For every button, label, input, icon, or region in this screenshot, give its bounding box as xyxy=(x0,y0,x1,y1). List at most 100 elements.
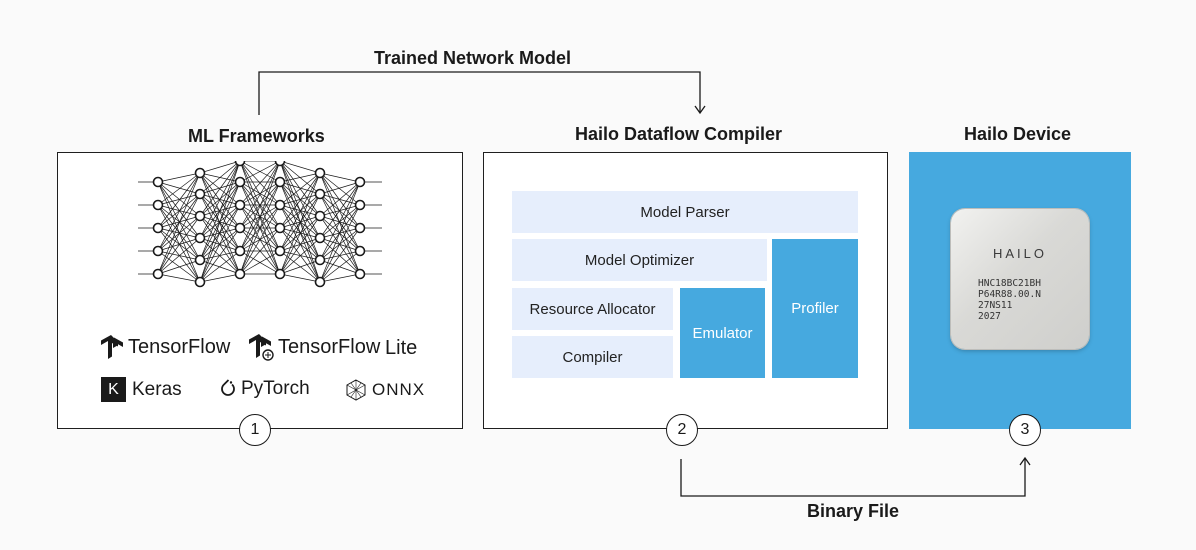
nn-node xyxy=(194,254,206,266)
nn-edge xyxy=(157,273,201,283)
nn-node xyxy=(274,222,286,234)
nn-edge xyxy=(239,161,281,252)
nn-edge xyxy=(199,161,241,195)
ml-frameworks-panel: TensorFlow TensorFlow Lite K Keras PyTor… xyxy=(57,152,463,429)
nn-edge xyxy=(157,227,201,283)
nn-edge xyxy=(157,193,201,252)
nn-edge xyxy=(279,250,321,283)
top-flow-label: Trained Network Model xyxy=(374,48,572,68)
nn-edge xyxy=(239,161,281,275)
nn-edge xyxy=(239,181,281,275)
chip-line-4: 2027 xyxy=(978,311,1001,322)
nn-edge xyxy=(157,237,201,275)
nn-edge xyxy=(199,172,241,229)
nn-edge xyxy=(279,250,321,261)
nn-edge xyxy=(157,181,201,261)
tensorflow-logo: TensorFlow xyxy=(100,334,230,360)
profiler-layer: Profiler xyxy=(772,239,858,378)
nn-edge xyxy=(157,259,201,275)
onnx-label: ONNX xyxy=(372,380,426,399)
nn-edge xyxy=(239,161,281,183)
nn-node xyxy=(314,188,326,200)
nn-node xyxy=(152,245,164,257)
nn-edge xyxy=(279,273,321,283)
tensorflow-label: TensorFlow xyxy=(128,335,231,358)
nn-node xyxy=(274,199,286,211)
chip-line-3: 27NS11 xyxy=(978,300,1013,311)
nn-edge xyxy=(157,250,201,261)
nn-edge xyxy=(199,161,241,174)
nn-edge xyxy=(157,181,201,217)
nn-edge xyxy=(157,193,201,206)
nn-edge xyxy=(157,181,201,195)
nn-edge xyxy=(279,204,321,239)
top-connector xyxy=(258,71,701,115)
nn-node xyxy=(274,268,286,280)
keras-label: Keras xyxy=(132,378,182,400)
nn-edge xyxy=(319,215,361,229)
resource-allocator-layer: Resource Allocator xyxy=(512,288,673,330)
nn-edge xyxy=(157,227,201,261)
step-1-badge: 1 xyxy=(239,414,271,446)
nn-edge xyxy=(279,172,321,252)
nn-edge xyxy=(199,273,241,283)
compiler-title: Hailo Dataflow Compiler xyxy=(575,124,783,144)
bottom-arrowhead xyxy=(1019,456,1031,466)
pytorch-logo: PyTorch xyxy=(220,378,310,400)
hailo-chip: HAILO HNC18BC21BH P64R88.00.N 27NS11 202… xyxy=(951,209,1089,349)
chip-brand: HAILO xyxy=(992,246,1047,261)
nn-edge xyxy=(279,181,321,261)
nn-edge xyxy=(319,227,361,283)
nn-edge xyxy=(157,215,201,275)
nn-edge xyxy=(199,172,241,275)
nn-edge xyxy=(319,193,361,252)
nn-edge xyxy=(279,204,321,261)
nn-edge xyxy=(319,172,361,229)
nn-edge xyxy=(319,172,361,275)
nn-edge xyxy=(319,172,361,252)
nn-edge xyxy=(199,204,241,283)
nn-edge xyxy=(279,193,321,275)
nn-edge xyxy=(279,193,321,252)
nn-edge xyxy=(279,215,321,275)
keras-logo: K Keras xyxy=(101,377,182,402)
bottom-flow-label: Binary File xyxy=(807,501,900,521)
chip-line-2: P64R88.00.N xyxy=(978,289,1041,300)
nn-node xyxy=(234,161,246,167)
nn-node xyxy=(314,210,326,222)
nn-edge xyxy=(279,227,321,261)
keras-badge: K xyxy=(101,377,126,402)
nn-edge xyxy=(157,172,201,275)
nn-edge xyxy=(319,273,361,283)
tensorflow-lite-logo: TensorFlow xyxy=(248,333,380,361)
nn-edge xyxy=(279,181,321,195)
nn-edge xyxy=(279,161,321,174)
emulator-layer: Emulator xyxy=(680,288,765,378)
nn-edge xyxy=(157,204,201,217)
nn-edge xyxy=(199,250,241,283)
device-panel: HAILO HNC18BC21BH P64R88.00.N 27NS11 202… xyxy=(909,152,1131,429)
nn-edge xyxy=(157,204,201,283)
nn-edge xyxy=(319,193,361,229)
nn-node xyxy=(274,245,286,257)
nn-node xyxy=(194,276,206,288)
nn-node xyxy=(354,199,366,211)
nn-node xyxy=(314,254,326,266)
nn-edge xyxy=(279,193,321,206)
nn-node xyxy=(234,268,246,280)
nn-node xyxy=(274,161,286,167)
nn-edge xyxy=(279,193,321,229)
nn-edge xyxy=(319,237,361,252)
nn-node xyxy=(314,276,326,288)
nn-edge xyxy=(157,250,201,283)
step-3-badge: 3 xyxy=(1009,414,1041,446)
nn-node xyxy=(314,232,326,244)
nn-node xyxy=(354,222,366,234)
step-2-badge: 2 xyxy=(666,414,698,446)
nn-edge xyxy=(319,172,361,206)
pytorch-label: PyTorch xyxy=(241,378,310,399)
nn-edge xyxy=(279,172,321,229)
nn-edge xyxy=(319,181,361,261)
nn-node xyxy=(194,232,206,244)
nn-node xyxy=(152,268,164,280)
